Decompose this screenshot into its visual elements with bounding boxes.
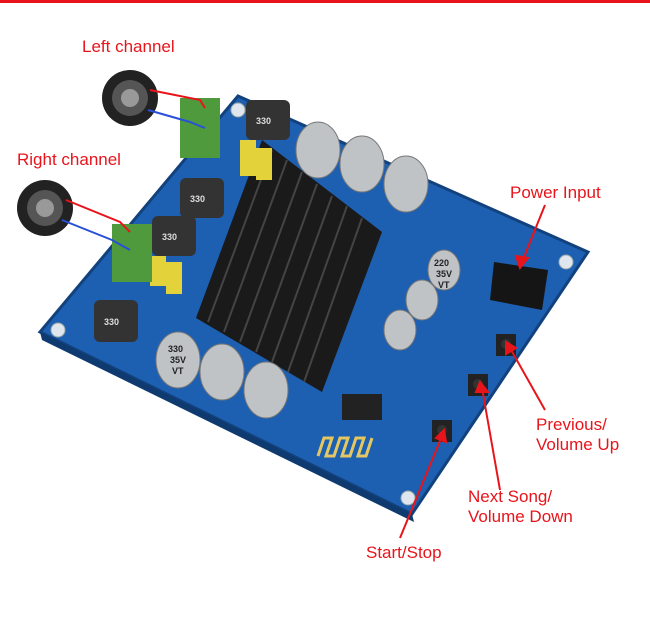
film-capacitors	[150, 140, 272, 294]
label-right-channel: Right channel	[17, 150, 121, 169]
svg-text:VT: VT	[438, 280, 450, 290]
ic-chip	[342, 394, 382, 420]
label-next-song: Next Song/	[468, 487, 552, 506]
label-volume-down: Volume Down	[468, 507, 573, 526]
svg-text:330: 330	[190, 194, 205, 204]
speaker-wires	[61, 89, 206, 251]
svg-text:330: 330	[256, 116, 271, 126]
pcb-antenna	[316, 436, 374, 458]
label-previous: Previous/	[536, 415, 607, 434]
label-power-input: Power Input	[510, 183, 601, 202]
power-jack	[490, 262, 548, 310]
heatsink	[196, 140, 382, 392]
label-start-stop: Start/Stop	[366, 543, 442, 562]
svg-text:VT: VT	[172, 366, 184, 376]
speaker-icon	[102, 70, 158, 126]
svg-text:330: 330	[168, 344, 183, 354]
annotation-arrows	[399, 204, 546, 539]
label-left-channel: Left channel	[82, 37, 175, 56]
svg-text:330: 330	[162, 232, 177, 242]
speaker-terminals	[112, 98, 220, 282]
label-volume-up: Volume Up	[536, 435, 619, 454]
top-red-rule	[0, 0, 650, 3]
electrolytic-capacitors: 330 35V VT 220 35V VT	[155, 121, 461, 419]
svg-text:35V: 35V	[436, 269, 452, 279]
svg-text:330: 330	[104, 317, 119, 327]
mounting-holes	[50, 102, 574, 506]
svg-text:220: 220	[434, 258, 449, 268]
svg-text:35V: 35V	[170, 355, 186, 365]
speaker-icon	[17, 180, 73, 236]
inductors: 330 330 330 330	[94, 100, 290, 342]
